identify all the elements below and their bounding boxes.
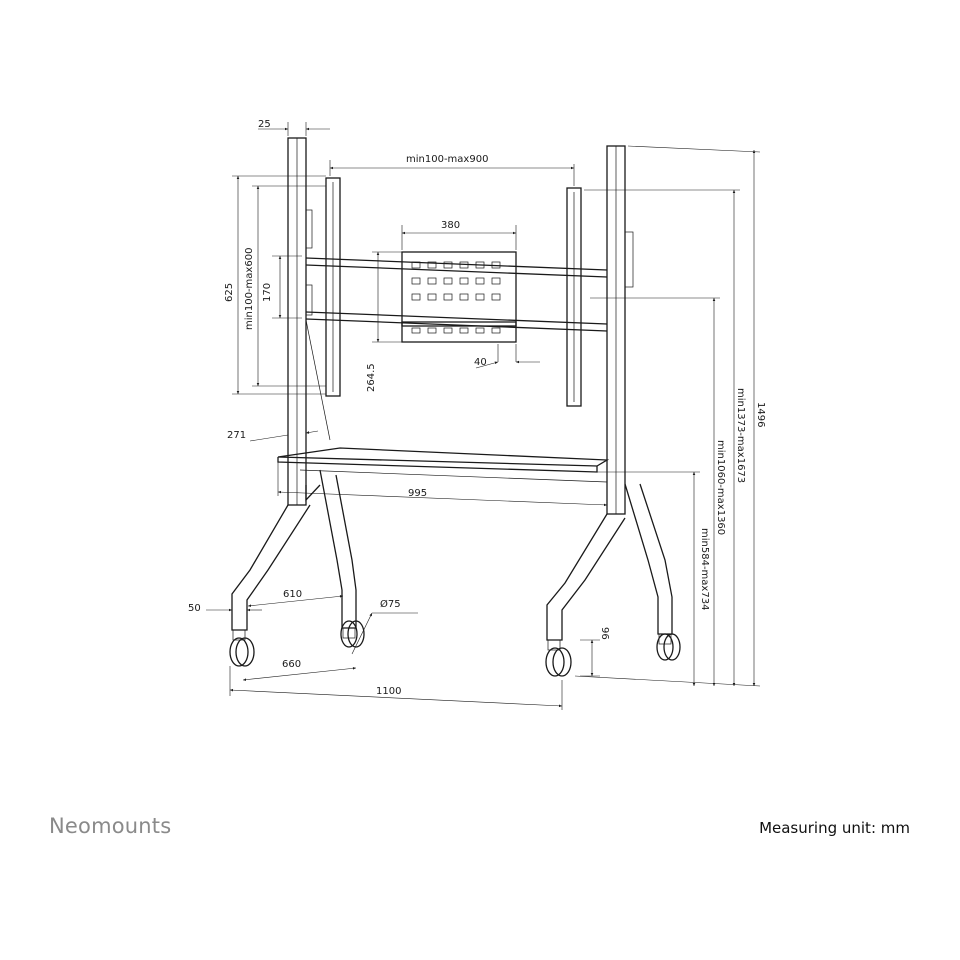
measuring-unit: Measuring unit: mm [759,819,910,837]
dim-shelf-height: min584-max734 [699,528,710,610]
dim-bracket-width: min100-max900 [406,154,488,165]
dim-96: 96 [599,627,610,640]
dim-40: 40 [474,357,487,368]
dim-center-height: min1060-max1360 [715,440,726,535]
dimension-labels: 25 min100-max900 380 625 min100-max600 1… [188,119,766,697]
caster-rear-right [656,633,681,661]
dim-264-5: 264.5 [366,363,377,392]
caster-rear-left [340,620,365,648]
dim-bracket-height: min100-max600 [244,248,255,330]
dim-top-height: min1373-max1673 [735,388,746,483]
dim-25: 25 [258,119,271,130]
dimension-lines [206,122,761,710]
brand-logo: Neomounts [49,814,172,838]
dim-625: 625 [224,283,235,302]
dim-1100: 1100 [376,686,401,697]
dim-660: 660 [282,659,301,670]
dim-50: 50 [188,603,201,614]
stand-frame [229,137,681,677]
dim-995: 995 [408,488,427,499]
dim-1496: 1496 [755,402,766,427]
dim-610: 610 [283,589,302,600]
caster-front-left [229,629,255,667]
dim-170: 170 [262,283,273,302]
dim-271: 271 [227,430,246,441]
caster-front-right [545,639,572,677]
dim-380: 380 [441,220,460,231]
dim-wheel-diameter: Ø75 [380,598,401,610]
